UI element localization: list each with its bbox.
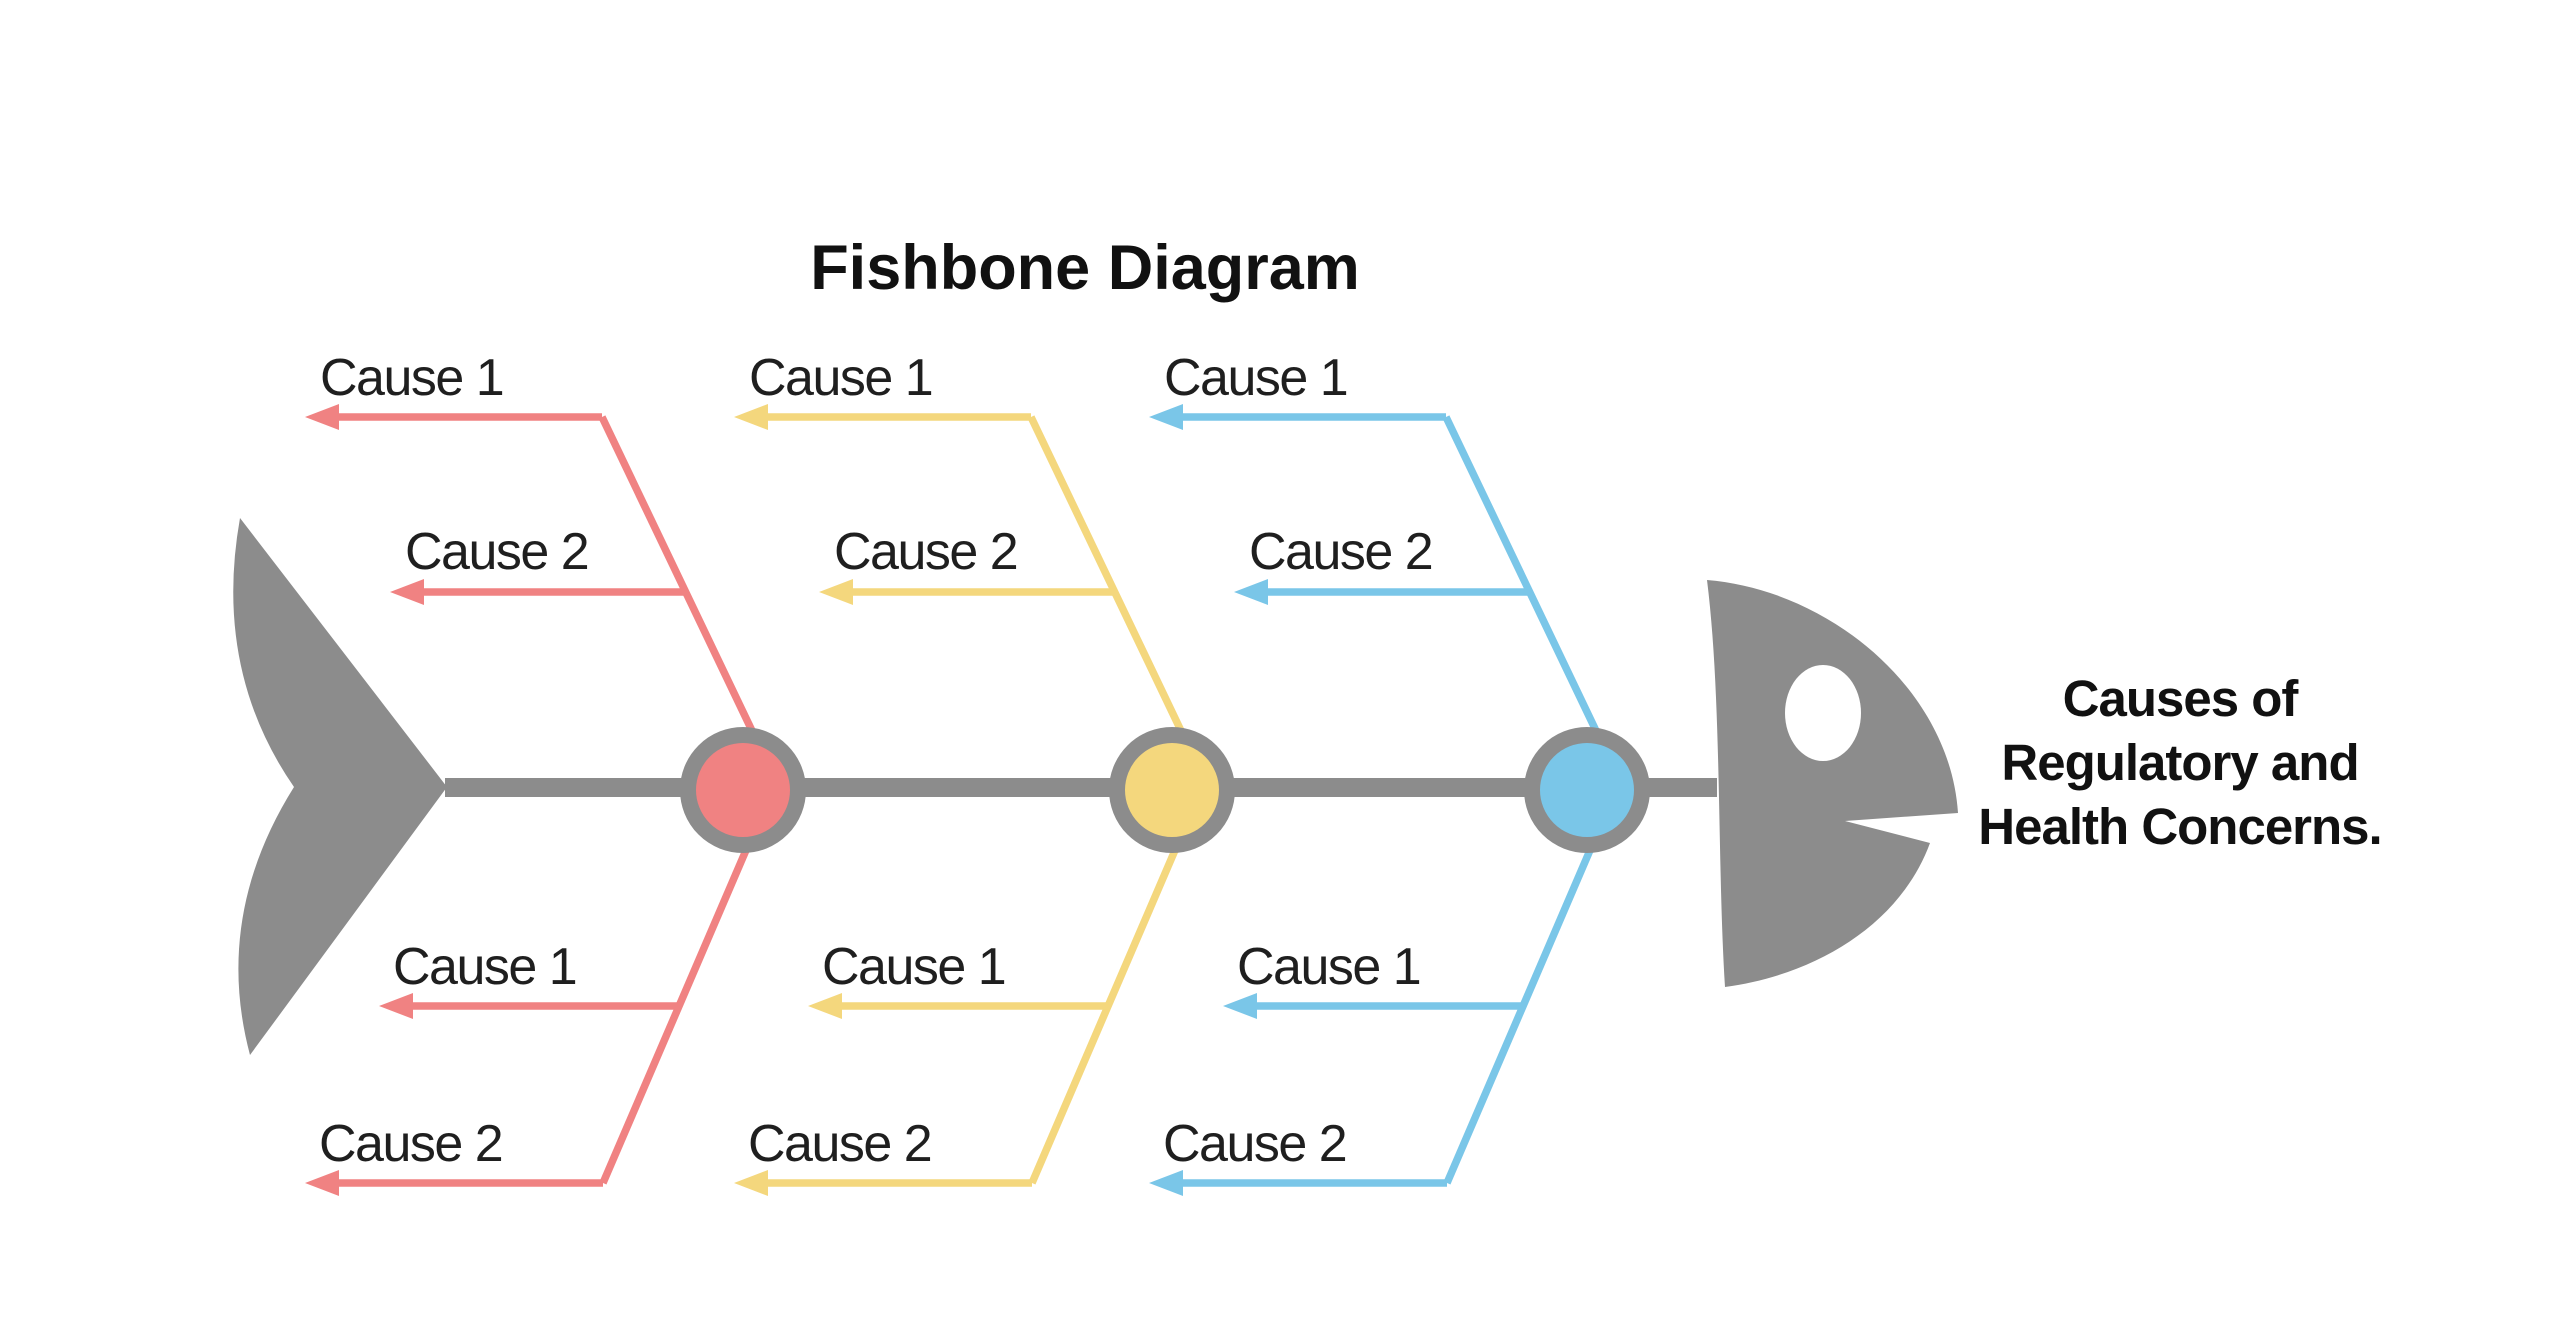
fish-eye-icon [1785, 665, 1861, 761]
cause-label: Cause 2 [405, 523, 588, 581]
branch-node-yellow [1109, 727, 1235, 853]
arrowhead-left-icon [1149, 404, 1183, 430]
effect-label: Causes of Regulatory and Health Concerns… [1978, 670, 2382, 855]
branch-red: Cause 1 Cause 2 Cause 1 Cause 2 [305, 349, 806, 1196]
effect-label-line: Causes of [2063, 670, 2300, 727]
cause-label: Cause 1 [393, 938, 576, 996]
cause-label: Cause 1 [822, 938, 1005, 996]
arrowhead-left-icon [390, 579, 424, 605]
diagram-title: Fishbone Diagram [810, 233, 1360, 303]
arrowhead-left-icon [808, 993, 842, 1019]
cause-label: Cause 2 [1163, 1115, 1346, 1173]
arrowhead-left-icon [734, 404, 768, 430]
arrowhead-left-icon [734, 1170, 768, 1196]
arrowhead-left-icon [1149, 1170, 1183, 1196]
arrowhead-left-icon [379, 993, 413, 1019]
cause-label: Cause 1 [1237, 938, 1420, 996]
branch-node-blue [1524, 727, 1650, 853]
cause-label: Cause 2 [748, 1115, 931, 1173]
effect-label-line: Health Concerns. [1978, 798, 2381, 855]
lower-bone-line [1443, 818, 1607, 1185]
cause-label: Cause 2 [1249, 523, 1432, 581]
cause-label: Cause 1 [320, 349, 503, 407]
arrowhead-left-icon [819, 579, 853, 605]
branch-node-red [680, 727, 806, 853]
arrowhead-left-icon [305, 1170, 339, 1196]
branch-yellow: Cause 1 Cause 2 Cause 1 Cause 2 [734, 349, 1235, 1196]
arrowhead-left-icon [1234, 579, 1268, 605]
cause-label: Cause 2 [834, 523, 1017, 581]
lower-bone-line [599, 818, 763, 1185]
cause-label: Cause 1 [1164, 349, 1347, 407]
arrowhead-left-icon [305, 404, 339, 430]
cause-label: Cause 1 [749, 349, 932, 407]
fish-head [1707, 580, 1958, 987]
cause-label: Cause 2 [319, 1115, 502, 1173]
fish-tail [233, 518, 447, 1055]
arrowhead-left-icon [1223, 993, 1257, 1019]
branch-blue: Cause 1 Cause 2 Cause 1 Cause 2 [1149, 349, 1650, 1196]
lower-bone-line [1028, 818, 1192, 1185]
effect-label-line: Regulatory and [2001, 734, 2358, 791]
